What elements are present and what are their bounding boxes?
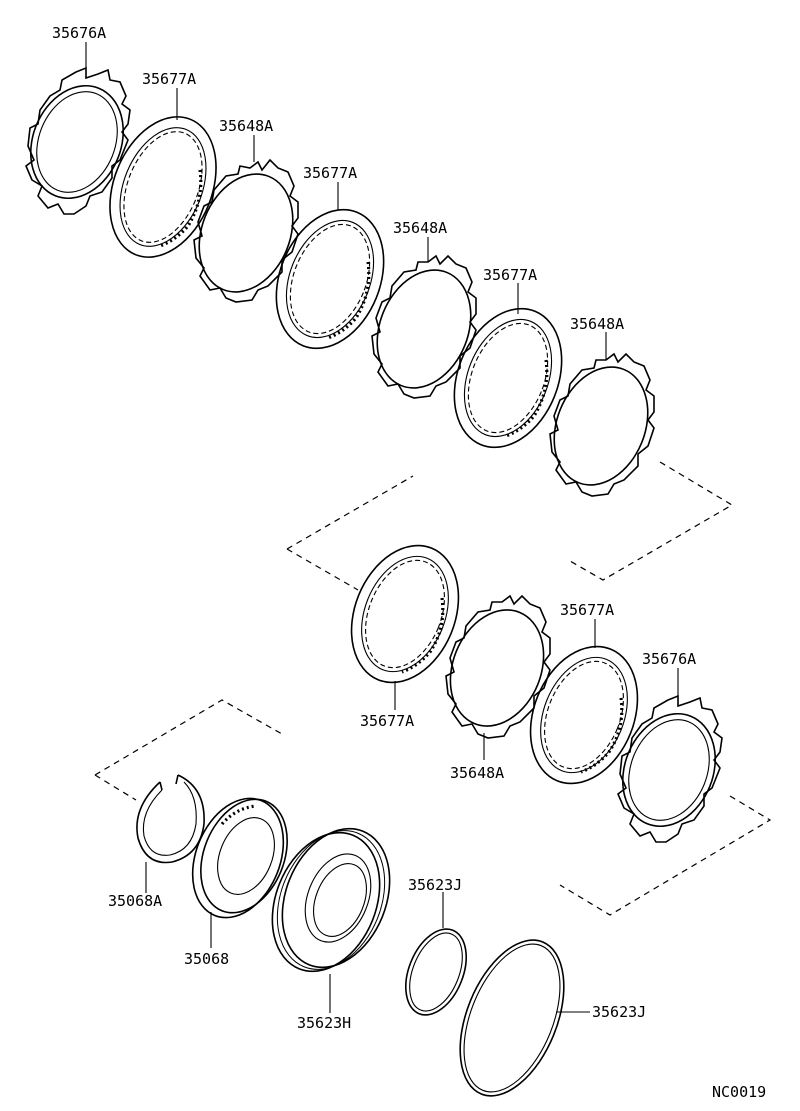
- clutch-plate-1: [193, 158, 299, 303]
- lower-guide-dashes: [94, 699, 772, 916]
- steel-plate-top: [25, 66, 131, 215]
- label-o-ring-small: 35623J: [408, 876, 462, 894]
- friction-disc-5: [529, 645, 639, 785]
- clutch-piston: [271, 827, 391, 973]
- label-steel-plate-bottom: 35676A: [642, 650, 696, 668]
- friction-disc-3: [453, 307, 563, 449]
- clutch-plate-3: [549, 352, 655, 497]
- label-snap-ring: 35068A: [108, 892, 162, 910]
- steel-plate-bottom: [617, 694, 723, 843]
- label-o-ring-large: 35623J: [592, 1003, 646, 1021]
- friction-disc-2: [275, 208, 385, 350]
- label-clutch-plate-3: 35648A: [570, 315, 624, 333]
- spring-retainer: [191, 797, 288, 919]
- label-clutch-plate-2: 35648A: [393, 219, 447, 237]
- friction-disc-4: [350, 544, 460, 684]
- label-clutch-plate-1: 35648A: [219, 117, 273, 135]
- clutch-plate-4: [445, 594, 551, 739]
- label-friction-disc-5: 35677A: [560, 601, 614, 619]
- clutch-plate-2: [371, 254, 477, 399]
- label-steel-plate-top: 35676A: [52, 24, 106, 42]
- label-friction-disc-2: 35677A: [303, 164, 357, 182]
- upper-guide-dashes: [286, 461, 734, 591]
- figure-code: NC0019: [712, 1083, 766, 1101]
- label-friction-disc-4: 35677A: [360, 712, 414, 730]
- leader-lines: [85, 42, 679, 1013]
- label-spring-retainer: 35068: [184, 950, 229, 968]
- label-clutch-piston: 35623H: [297, 1014, 351, 1032]
- snap-ring: [136, 774, 205, 864]
- label-clutch-plate-4: 35648A: [450, 764, 504, 782]
- friction-disc-1: [109, 116, 217, 258]
- label-friction-disc-3: 35677A: [483, 266, 537, 284]
- o-ring-small: [405, 928, 467, 1016]
- o-ring-large: [459, 939, 565, 1097]
- label-friction-disc-1: 35677A: [142, 70, 196, 88]
